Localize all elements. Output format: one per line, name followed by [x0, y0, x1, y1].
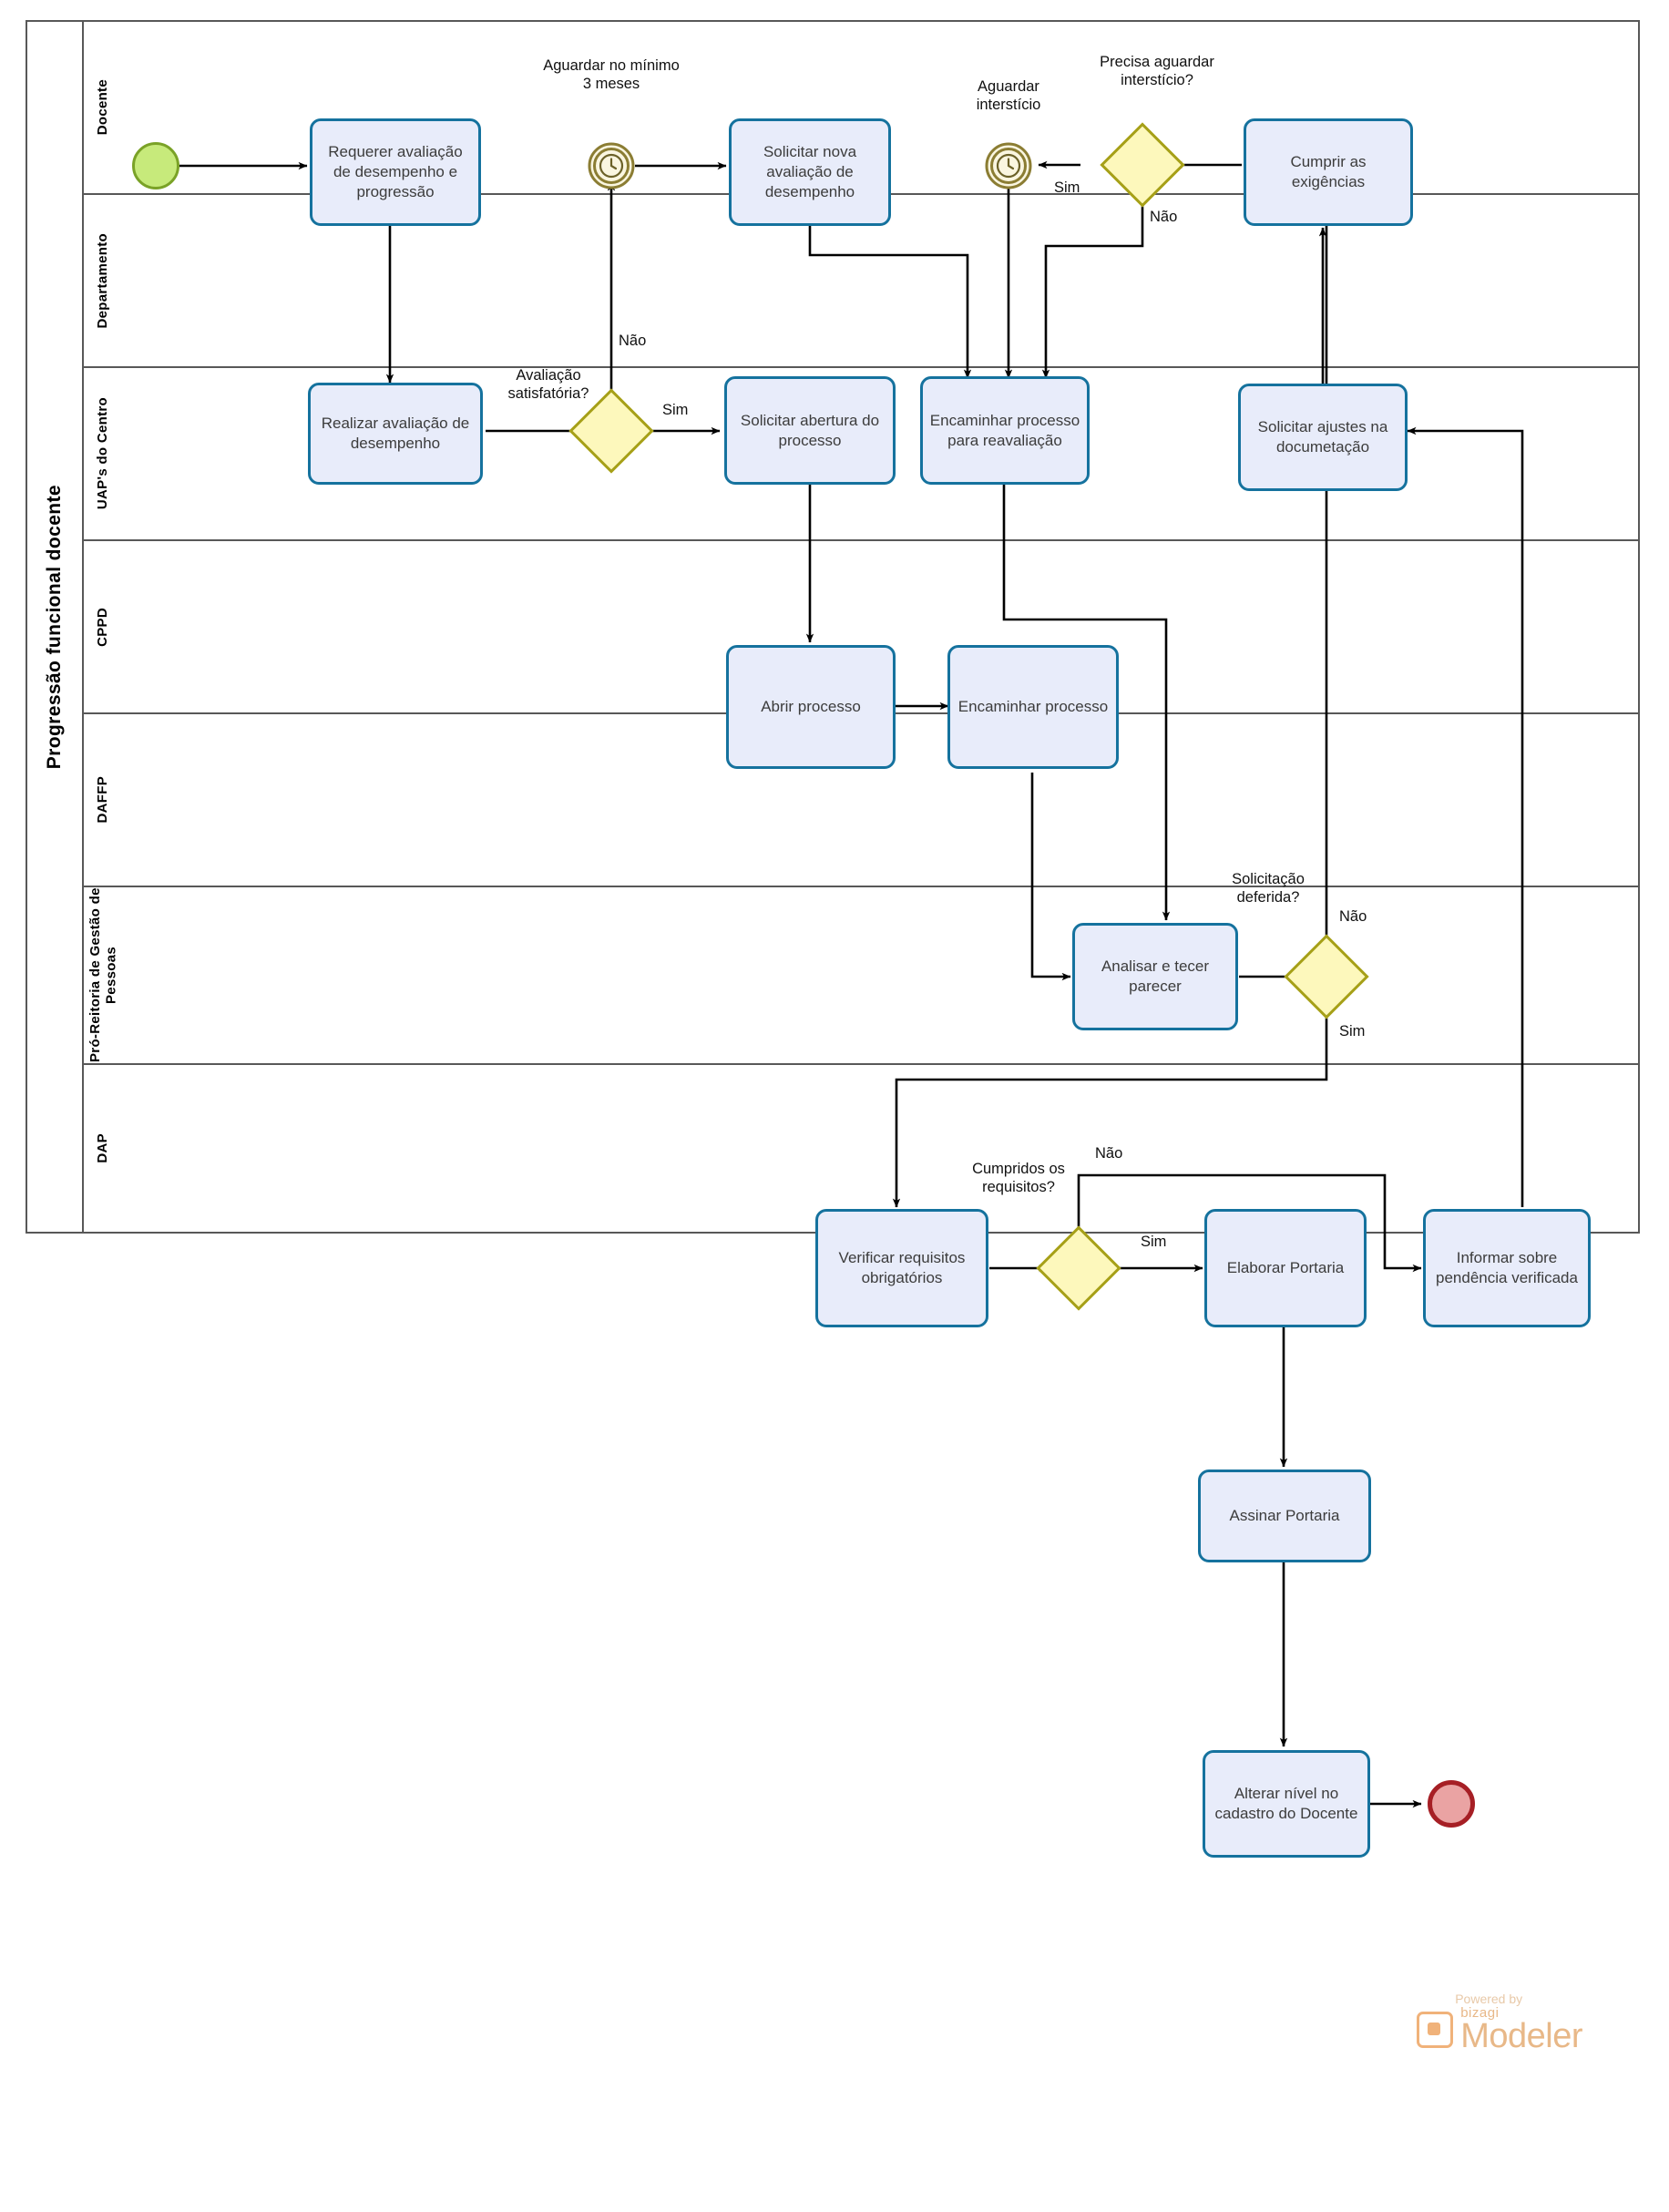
watermark-brand: bizagi — [1460, 2004, 1500, 2021]
watermark-powered-by: Powered by — [1455, 1991, 1523, 2006]
task-analisar-tecer-parecer[interactable]: Analisar e tecer parecer — [1072, 923, 1238, 1030]
flow-label-sim-intersticio: Sim — [1054, 179, 1080, 196]
flow-label-nao-deferida: Não — [1339, 908, 1367, 925]
task-realizar-avaliacao-desempenho[interactable]: Realizar avaliação de desempenho — [308, 383, 483, 485]
task-encaminhar-processo[interactable]: Encaminhar processo — [947, 645, 1119, 769]
task-label: Verificar requisitos obrigatórios — [838, 1249, 966, 1286]
end-event[interactable] — [1428, 1780, 1475, 1828]
task-label: Realizar avaliação de desempenho — [321, 415, 470, 452]
task-informar-pendencia-verificada[interactable]: Informar sobre pendência verificada — [1423, 1209, 1591, 1327]
task-verificar-requisitos-obrigatorios[interactable]: Verificar requisitos obrigatórios — [815, 1209, 988, 1327]
lane-label-dap: DAP — [95, 1133, 111, 1163]
task-requerer-avaliacao-desempenho-progressao[interactable]: Requerer avaliação de desempenho e progr… — [310, 118, 481, 226]
lane-label-uaps: UAP's do Centro — [95, 397, 111, 510]
bizagi-logo-icon — [1417, 2011, 1454, 2048]
pool-title-label: Progressão funcional docente — [44, 484, 65, 770]
task-label: Solicitar ajustes na documetação — [1257, 418, 1388, 456]
lane-label-cppd: CPPD — [95, 607, 111, 647]
lane-title-daffp: DAFFP — [84, 714, 122, 886]
flow-label-sim-requisitos: Sim — [1141, 1234, 1167, 1250]
timer-event-aguardar-3-meses[interactable] — [588, 142, 635, 189]
lane-title-docente: Docente — [84, 22, 122, 193]
task-label: Analisar e tecer parecer — [1101, 958, 1210, 995]
task-solicitar-nova-avaliacao-desempenho[interactable]: Solicitar nova avaliação de desempenho — [729, 118, 891, 226]
task-solicitar-abertura-processo[interactable]: Solicitar abertura do processo — [724, 376, 896, 485]
task-label: Informar sobre pendência verificada — [1436, 1249, 1578, 1286]
flow-label-sim-deferida: Sim — [1339, 1023, 1366, 1039]
lane-title-cppd: CPPD — [84, 541, 122, 712]
gateway-label-precisa-aguardar-intersticio: Precisa aguardar interstício? — [1100, 54, 1214, 89]
task-assinar-portaria[interactable]: Assinar Portaria — [1198, 1470, 1371, 1562]
task-label: Requerer avaliação de desempenho e progr… — [328, 143, 463, 200]
timer-intersticio-label: Aguardar interstício — [976, 78, 1041, 114]
flow-label-nao-requisitos: Não — [1095, 1145, 1123, 1162]
watermark-product: Modeler — [1460, 2016, 1582, 2055]
lane-label-daffp: DAFFP — [95, 776, 111, 824]
lane-title-pro-reitoria: Pró-Reitoria de Gestão de Pessoas — [84, 887, 122, 1063]
pool-title: Progressão funcional docente — [27, 22, 84, 1232]
task-encaminhar-processo-reavaliacao[interactable]: Encaminhar processo para reavaliação — [920, 376, 1090, 485]
bizagi-watermark: Powered by bizagi Modeler — [1417, 1992, 1582, 2053]
lane-label-pro-reitoria: Pró-Reitoria de Gestão de Pessoas — [87, 887, 118, 1063]
gateway-label-cumpridos-requisitos: Cumpridos os requisitos? — [972, 1161, 1065, 1196]
task-alterar-nivel-cadastro-docente[interactable]: Alterar nível no cadastro do Docente — [1203, 1750, 1370, 1858]
task-label: Assinar Portaria — [1229, 1507, 1340, 1525]
task-label: Encaminhar processo para reavaliação — [929, 411, 1080, 449]
task-solicitar-ajustes-documetacao[interactable]: Solicitar ajustes na documetação — [1238, 384, 1408, 491]
timer-event-aguardar-intersticio[interactable] — [985, 142, 1032, 189]
flow-label-sim-avaliacao: Sim — [662, 402, 689, 418]
task-label: Abrir processo — [761, 698, 861, 716]
lane-uaps-do-centro: UAP's do Centro — [84, 368, 1640, 541]
lane-title-departamento: Departamento — [84, 195, 122, 366]
lane-dap: DAP — [84, 1065, 1640, 1232]
start-event[interactable] — [132, 142, 179, 189]
task-label: Alterar nível no cadastro do Docente — [1214, 1785, 1358, 1822]
task-abrir-processo[interactable]: Abrir processo — [726, 645, 896, 769]
lane-label-departamento: Departamento — [95, 232, 111, 329]
lane-pro-reitoria-gestao-pessoas: Pró-Reitoria de Gestão de Pessoas — [84, 887, 1640, 1065]
task-cumprir-exigencias[interactable]: Cumprir as exigências — [1244, 118, 1413, 226]
task-label: Solicitar abertura do processo — [740, 411, 880, 449]
flow-label-nao-intersticio: Não — [1150, 209, 1178, 225]
lane-label-docente: Docente — [95, 79, 111, 136]
task-label: Solicitar nova avaliação de desempenho — [763, 143, 857, 200]
lane-title-dap: DAP — [84, 1065, 122, 1232]
task-elaborar-portaria[interactable]: Elaborar Portaria — [1204, 1209, 1367, 1327]
flow-label-nao-avaliacao: Não — [619, 333, 647, 349]
task-label: Encaminhar processo — [957, 698, 1109, 716]
lane-title-uaps: UAP's do Centro — [84, 368, 122, 539]
gateway-label-solicitacao-deferida: Solicitação deferida? — [1232, 871, 1305, 906]
gateway-label-avaliacao-satisfatoria: Avaliação satisfatória? — [507, 367, 589, 403]
lane-daffp: DAFFP — [84, 714, 1640, 887]
task-label: Cumprir as exigências — [1290, 153, 1367, 190]
task-label: Elaborar Portaria — [1226, 1259, 1345, 1277]
timer-3-meses-label: Aguardar no mínimo 3 meses — [543, 57, 680, 93]
gateway-cumpridos-requisitos[interactable] — [1036, 1225, 1121, 1311]
